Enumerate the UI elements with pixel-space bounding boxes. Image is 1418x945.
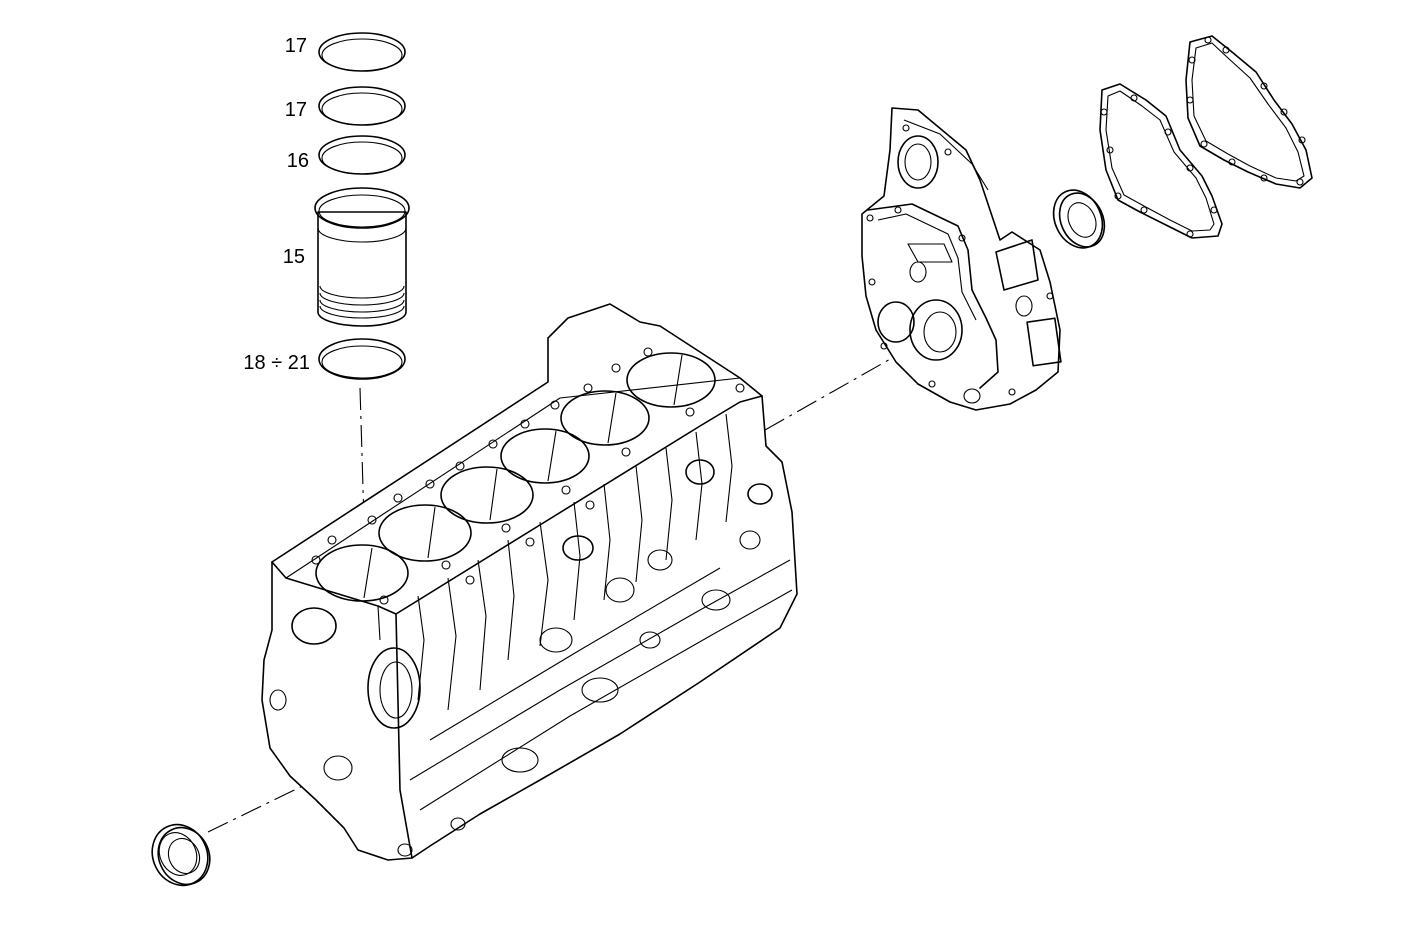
callout-ring-third: 16 — [287, 150, 309, 172]
front-crankshaft-seal — [1052, 189, 1106, 249]
piston-ring-top — [318, 32, 406, 72]
rear-axis-line — [207, 761, 353, 833]
front-axis-line — [764, 344, 916, 431]
liner-seal-ring — [318, 338, 406, 380]
block-bosses — [269, 459, 773, 857]
rear-crankshaft-seal — [151, 823, 211, 887]
piston-ring-second — [318, 86, 406, 126]
cylinder-bores — [315, 352, 716, 602]
engine-block — [261, 303, 798, 861]
cylinder-liner — [314, 187, 410, 327]
piston-ring-third — [318, 135, 406, 175]
bolt-holes — [311, 347, 745, 605]
callout-ring-second: 17 — [285, 99, 307, 121]
callout-liner: 15 — [283, 246, 305, 268]
callout-seal-range: 18 ÷ 21 — [243, 352, 310, 374]
timing-cover-gasket-inner — [1099, 83, 1223, 239]
timing-cover-gasket-outer — [1185, 35, 1313, 189]
timing-gear-housing — [861, 107, 1062, 411]
callout-ring-top: 17 — [285, 35, 307, 57]
